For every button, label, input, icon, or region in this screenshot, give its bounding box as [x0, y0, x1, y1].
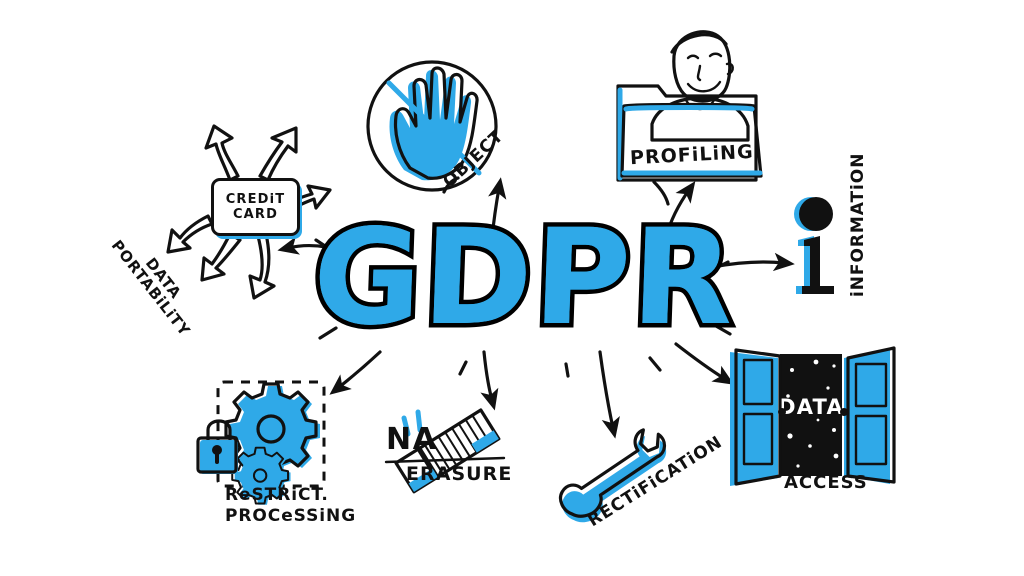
- credit-card-line2: CARD: [232, 207, 279, 222]
- eraser-icon: [384, 408, 506, 494]
- label-restrict-processing: ReSTRiCT. PROCeSSiNG: [225, 485, 356, 528]
- prohibited-hand-icon: [366, 60, 498, 192]
- right-rectification[interactable]: [552, 428, 682, 523]
- eraser-residual-text: NA: [386, 422, 438, 457]
- right-access[interactable]: DATA: [718, 334, 898, 494]
- access-door-data-text: DATA: [778, 395, 844, 419]
- person-behind-folder-icon: [616, 30, 763, 182]
- right-data-portability[interactable]: CREDiT CARD: [148, 118, 338, 328]
- arrow-to-rectification: [598, 350, 620, 439]
- arrow-to-restrict-processing: [329, 350, 382, 395]
- label-access: ACCESS: [784, 472, 868, 493]
- arrow-to-erasure: [480, 350, 499, 411]
- right-restrict-processing[interactable]: [192, 376, 342, 506]
- wrench-icon: [558, 428, 667, 523]
- right-information[interactable]: [788, 190, 848, 300]
- arrow-to-object: [488, 177, 507, 240]
- label-information: iNFORMATiON: [848, 152, 868, 297]
- portability-arrows-icon: [166, 124, 332, 300]
- right-profiling[interactable]: [596, 14, 786, 194]
- padlock-gears-icon: [196, 380, 326, 505]
- arrow-to-profiling: [664, 181, 696, 239]
- information-i-icon: [794, 197, 834, 294]
- arrow-to-access: [674, 342, 735, 385]
- credit-card-line1: CREDiT: [225, 192, 286, 207]
- label-restrict-line1: ReSTRiCT.: [225, 485, 329, 505]
- right-erasure[interactable]: [380, 396, 520, 496]
- right-object[interactable]: [360, 42, 505, 192]
- label-erasure: ERASURE: [406, 463, 513, 485]
- gdpr-title: GDPR: [310, 201, 738, 355]
- label-restrict-line2: PROCeSSiNG: [225, 506, 357, 527]
- open-doors-icon: DATA: [730, 346, 896, 486]
- arrow-to-data-portability: [277, 236, 347, 255]
- gdpr-title-group: GDPR GDPR: [306, 176, 742, 378]
- credit-card-icon: CREDiT CARD: [211, 178, 300, 236]
